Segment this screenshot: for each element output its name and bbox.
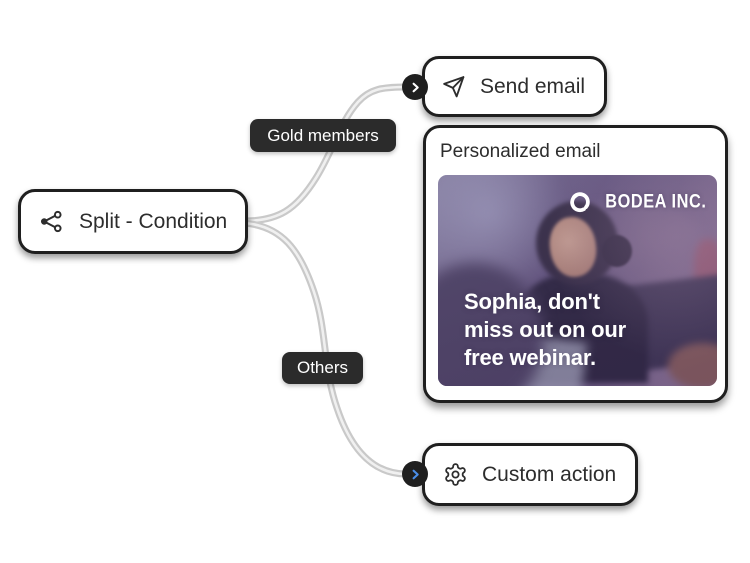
photo-hand bbox=[668, 343, 717, 386]
branch-label-others: Others bbox=[282, 352, 363, 384]
custom-action-node-label: Custom action bbox=[482, 462, 617, 486]
send-plane-icon bbox=[441, 74, 466, 99]
headline-line-2: miss out on our bbox=[464, 317, 627, 342]
connector-gold-branch bbox=[240, 83, 410, 225]
branch-label-gold-members: Gold members bbox=[250, 119, 396, 152]
personalized-email-card: Personalized email BODEA INC. bbox=[423, 125, 728, 403]
collapse-branch-chevron-button-blue[interactable] bbox=[402, 461, 428, 487]
photo-hair-bun bbox=[602, 235, 632, 267]
send-email-node-label: Send email bbox=[480, 74, 586, 98]
split-icon bbox=[39, 209, 64, 234]
connector-others-branch-highlight bbox=[242, 221, 408, 476]
headline-line-1: Sophia, don't bbox=[464, 289, 600, 314]
collapse-branch-chevron-button[interactable] bbox=[402, 74, 428, 100]
custom-action-node[interactable]: Custom action bbox=[422, 443, 638, 506]
headline-line-3: free webinar. bbox=[464, 345, 596, 370]
split-node-label: Split - Condition bbox=[79, 209, 228, 233]
card-title: Personalized email bbox=[440, 141, 601, 162]
brand-name: BODEA INC. bbox=[604, 190, 706, 213]
brand-logo: BODEA INC. bbox=[566, 188, 707, 216]
email-preview-image: BODEA INC. Sophia, don't miss out on our… bbox=[438, 175, 717, 386]
send-email-node[interactable]: Send email bbox=[422, 56, 607, 117]
chevron-right-icon bbox=[412, 469, 419, 479]
gear-icon bbox=[443, 462, 468, 487]
bodea-logo-icon bbox=[566, 188, 594, 216]
split-condition-node[interactable]: Split - Condition bbox=[18, 189, 248, 254]
email-headline: Sophia, don't miss out on our free webin… bbox=[464, 288, 626, 372]
chevron-right-icon bbox=[412, 82, 419, 92]
